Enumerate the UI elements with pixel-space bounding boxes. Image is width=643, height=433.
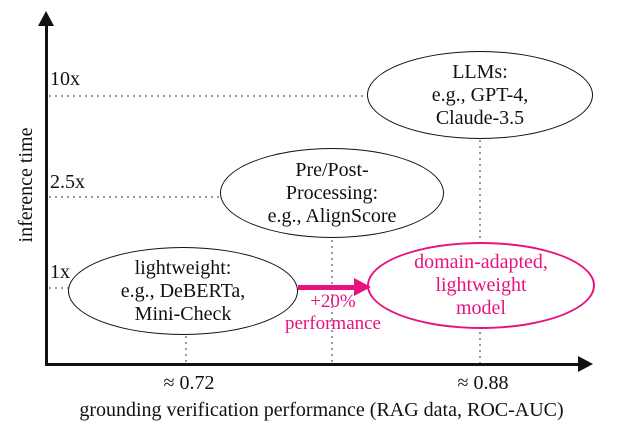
node-domain-line1: domain-adapted,	[414, 251, 548, 273]
node-lightweight-line1: lightweight:	[134, 256, 232, 279]
node-domain-adapted: domain-adapted, lightweight model	[367, 242, 595, 329]
node-llms-line3: Claude-3.5	[435, 106, 525, 129]
node-domain-line2: lightweight	[435, 274, 527, 296]
node-llms-line1: LLMs:	[452, 60, 508, 83]
y-axis	[45, 16, 48, 366]
y-tick-10x: 10x	[50, 68, 80, 90]
gain-annotation-line2: performance	[285, 313, 381, 334]
node-pre-post-processing: Pre/Post- Processing: e.g., AlignScore	[220, 148, 444, 238]
gain-annotation-line1: +20%	[310, 291, 356, 312]
node-llms-line2: e.g., GPT-4,	[431, 83, 529, 106]
x-tick-0-88: ≈ 0.88	[457, 372, 509, 394]
x-axis-title: grounding verification performance (RAG …	[79, 399, 564, 421]
node-domain-line3: model	[456, 297, 506, 319]
guide-line-1x	[49, 287, 70, 289]
guide-line-10x	[49, 95, 368, 97]
node-pre-post-line1: Pre/Post-	[295, 158, 369, 181]
y-tick-1x: 1x	[50, 261, 70, 283]
x-axis-arrow-icon	[578, 356, 593, 372]
node-pre-post-line2: Processing:	[285, 181, 379, 204]
guide-line-2-5x	[49, 196, 221, 198]
guide-line-pre-post	[331, 240, 333, 364]
y-axis-arrow-icon	[38, 11, 54, 26]
gain-arrow-head-icon	[354, 278, 371, 296]
node-llms: LLMs: e.g., GPT-4, Claude-3.5	[367, 51, 593, 139]
gain-annotation: +20% performance	[272, 291, 394, 335]
node-lightweight: lightweight: e.g., DeBERTa, Mini-Check	[68, 247, 298, 335]
node-lightweight-line2: e.g., DeBERTa,	[120, 279, 246, 302]
x-tick-0-72: ≈ 0.72	[163, 372, 215, 394]
guide-line-0-72	[185, 336, 187, 364]
node-pre-post-line3: e.g., AlignScore	[267, 204, 397, 227]
y-tick-2-5x: 2.5x	[50, 171, 85, 193]
gain-arrow	[298, 285, 356, 290]
x-axis	[45, 363, 585, 366]
node-lightweight-line3: Mini-Check	[134, 302, 232, 325]
y-axis-title: inference time	[15, 127, 37, 243]
